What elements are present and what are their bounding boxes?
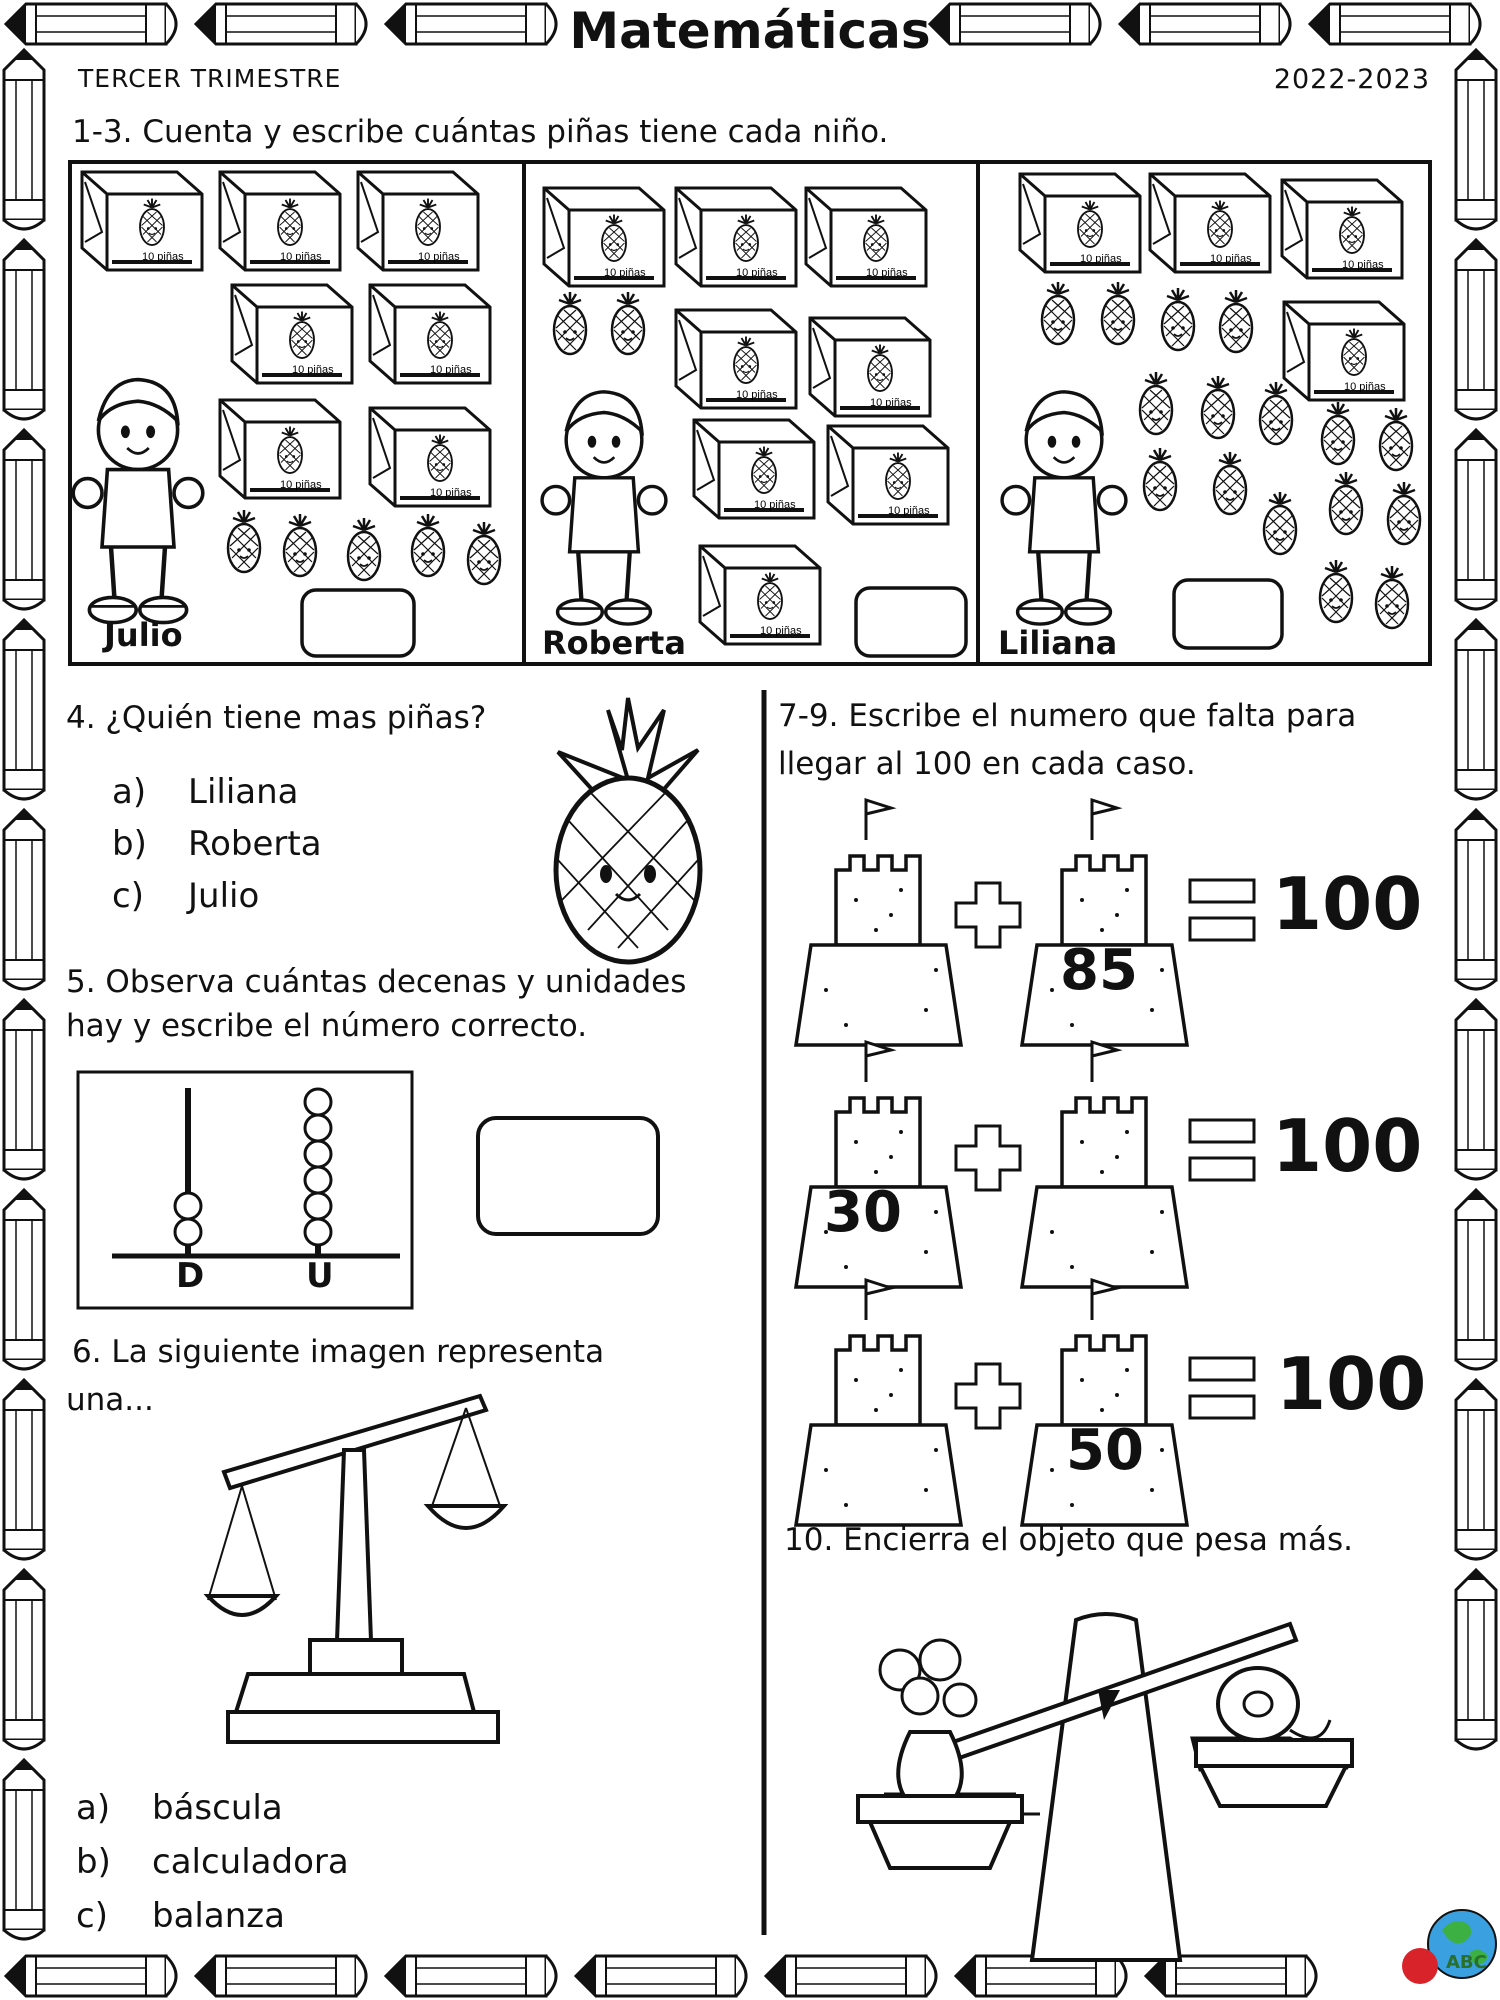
q7-9-prompt-line1: 7-9. Escribe el numero que falta para xyxy=(778,698,1357,734)
sandcastle-row-1 xyxy=(794,798,1256,1047)
given-number-row2: 30 xyxy=(824,1180,902,1245)
roberta-answer-box[interactable] xyxy=(854,586,968,658)
q1-3-prompt: 1-3. Cuenta y escribe cuántas piñas tien… xyxy=(72,114,889,150)
given-number-row3: 50 xyxy=(1066,1418,1144,1483)
abc-logo xyxy=(1402,1909,1497,1984)
pineapple-icon xyxy=(553,697,703,965)
total-row3: 100 xyxy=(1276,1342,1427,1426)
abacus-answer-box[interactable] xyxy=(476,1116,660,1236)
sandcastle-row-3 xyxy=(794,1278,1256,1527)
q6-option-a[interactable]: báscula xyxy=(152,1788,283,1828)
q4-option-a[interactable]: Liliana xyxy=(188,772,299,812)
liliana-name: Liliana xyxy=(998,624,1118,662)
liliana-figure xyxy=(1002,392,1126,624)
q4-prompt: 4. ¿Quién tiene mas piñas? xyxy=(66,700,487,736)
q10-prompt: 10. Encierra el objeto que pesa más. xyxy=(784,1522,1353,1558)
julio-name: Julio xyxy=(104,616,183,654)
q7-9-prompt-line2: llegar al 100 en cada caso. xyxy=(778,746,1196,782)
q4-option-b-letter: b) xyxy=(112,824,147,864)
q4-option-c-letter: c) xyxy=(112,876,144,916)
roberta-loose-pineapples xyxy=(552,290,646,356)
q6-option-a-letter: a) xyxy=(76,1788,111,1828)
total-row2: 100 xyxy=(1272,1104,1423,1188)
school-year: 2022-2023 xyxy=(1273,64,1430,95)
given-number-row1: 85 xyxy=(1060,938,1138,1003)
sandcastle-row-2 xyxy=(794,1040,1256,1289)
julio-loose-pineapples xyxy=(226,508,502,586)
liliana-answer-box[interactable] xyxy=(1172,578,1284,650)
q6-option-b[interactable]: calculadora xyxy=(152,1842,349,1882)
units-label: U xyxy=(306,1256,334,1296)
tens-label: D xyxy=(176,1256,205,1296)
julio-answer-box[interactable] xyxy=(300,588,416,658)
q4-option-c[interactable]: Julio xyxy=(188,876,260,916)
q6-option-b-letter: b) xyxy=(76,1842,111,1882)
q5-prompt-line1: 5. Observa cuántas decenas y unidades xyxy=(66,964,687,1000)
q4-option-a-letter: a) xyxy=(112,772,147,812)
q6-prompt-line1: 6. La siguiente imagen representa xyxy=(72,1334,605,1370)
q4-option-b[interactable]: Roberta xyxy=(188,824,322,864)
pineapple-count-panel xyxy=(68,160,1432,666)
q5-prompt-line2: hay y escribe el número correcto. xyxy=(66,1008,588,1044)
abacus xyxy=(76,1070,414,1310)
roberta-name: Roberta xyxy=(542,624,686,662)
roberta-figure xyxy=(542,392,666,624)
total-row1: 100 xyxy=(1272,862,1423,946)
q6-option-c-letter: c) xyxy=(76,1896,108,1936)
liliana-crates xyxy=(1020,174,1404,400)
abc-logo-text: ABC xyxy=(1446,1952,1487,1973)
q6-prompt-line2: una... xyxy=(66,1382,154,1418)
term-label: TERCER TRIMESTRE xyxy=(78,64,342,93)
page-title: Matemáticas xyxy=(569,2,931,60)
q6-option-c[interactable]: balanza xyxy=(152,1896,285,1936)
weigh-scale-image xyxy=(856,1612,1354,1962)
julio-figure xyxy=(73,380,203,623)
balance-scale-image xyxy=(203,1393,509,1744)
